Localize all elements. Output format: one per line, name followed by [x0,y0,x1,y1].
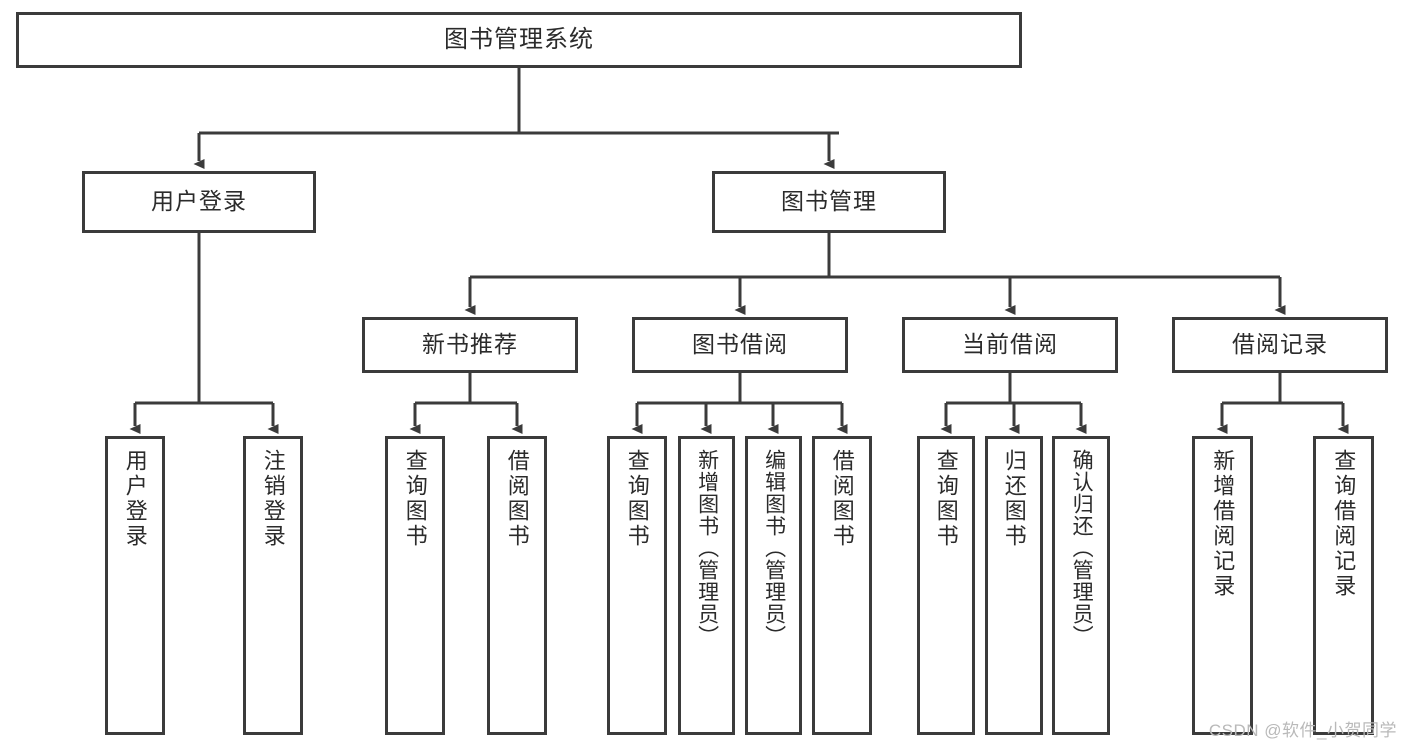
node-leaf-edit-book[interactable]: 编辑图书（管理员） [745,436,802,735]
node-root-label: 图书管理系统 [444,25,594,53]
node-leaf-return-book[interactable]: 归还图书 [985,436,1043,735]
node-leaf-borrow-book-2[interactable]: 借阅图书 [812,436,872,735]
node-leaf-user-login[interactable]: 用户登录 [105,436,165,735]
node-leaf-query-book-2[interactable]: 查询图书 [607,436,667,735]
node-leaf-query-book-3[interactable]: 查询图书 [917,436,975,735]
node-borrow-record[interactable]: 借阅记录 [1172,317,1388,373]
node-leaf-query-book-2-label: 查询图书 [624,449,650,549]
node-leaf-query-book-3-label: 查询图书 [933,449,959,549]
node-current-borrow-label: 当前借阅 [962,331,1058,358]
node-leaf-add-book-label: 新增图书（管理员） [695,449,719,647]
node-user-login-label: 用户登录 [151,188,247,215]
node-root-system[interactable]: 图书管理系统 [16,12,1022,68]
node-leaf-logout-login[interactable]: 注销登录 [243,436,303,735]
node-leaf-edit-book-label: 编辑图书（管理员） [762,449,786,647]
node-new-book-recommend-label: 新书推荐 [422,331,518,358]
node-leaf-query-borrow-record[interactable]: 查询借阅记录 [1313,436,1374,735]
node-current-borrow[interactable]: 当前借阅 [902,317,1118,373]
node-user-login[interactable]: 用户登录 [82,171,316,233]
node-leaf-confirm-return-label: 确认归还（管理员） [1070,449,1094,647]
node-leaf-add-borrow-record-label: 新增借阅记录 [1210,449,1236,599]
node-borrow-record-label: 借阅记录 [1232,331,1328,358]
node-leaf-return-book-label: 归还图书 [1001,449,1027,549]
node-leaf-borrow-book-1-label: 借阅图书 [504,449,530,549]
node-leaf-query-borrow-record-label: 查询借阅记录 [1331,449,1357,599]
node-book-manage[interactable]: 图书管理 [712,171,946,233]
node-leaf-query-book-1[interactable]: 查询图书 [385,436,445,735]
node-leaf-confirm-return[interactable]: 确认归还（管理员） [1052,436,1110,735]
node-leaf-borrow-book-1[interactable]: 借阅图书 [487,436,547,735]
node-leaf-add-book[interactable]: 新增图书（管理员） [678,436,735,735]
node-leaf-add-borrow-record[interactable]: 新增借阅记录 [1192,436,1253,735]
node-book-borrow-label: 图书借阅 [692,331,788,358]
node-book-borrow[interactable]: 图书借阅 [632,317,848,373]
node-leaf-logout-login-label: 注销登录 [260,449,286,549]
node-leaf-query-book-1-label: 查询图书 [402,449,428,549]
node-new-book-recommend[interactable]: 新书推荐 [362,317,578,373]
node-leaf-user-login-label: 用户登录 [122,449,148,549]
csdn-watermark: CSDN @软件_小贺同学 [1208,721,1397,740]
node-book-manage-label: 图书管理 [781,188,877,215]
node-leaf-borrow-book-2-label: 借阅图书 [829,449,855,549]
